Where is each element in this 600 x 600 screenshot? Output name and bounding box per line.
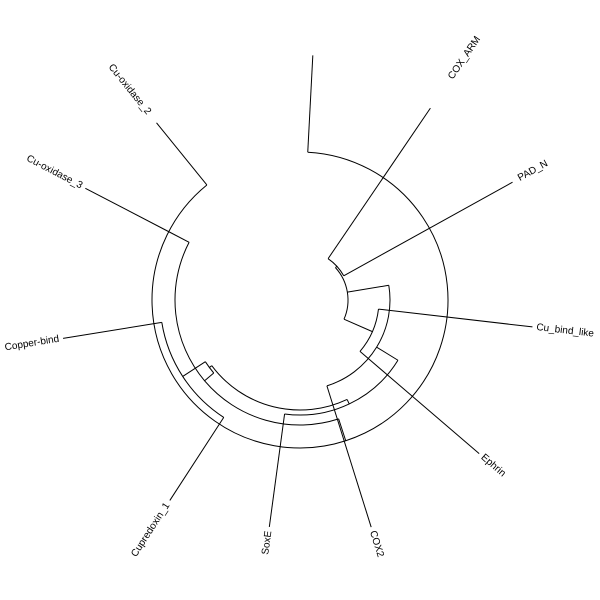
leaf-label-copper-bind: Copper-bind xyxy=(4,334,60,354)
leaf-label-cu-oxidase-3: Cu-oxidase_3 xyxy=(24,153,84,191)
branch-cupredoxin_1 xyxy=(169,417,225,501)
branch-cox_arm xyxy=(327,107,431,259)
leaf-labels: Cu-oxidaseCOX_ARM PAD_N Cu_bind_likeEphrin… xyxy=(4,0,595,559)
leaf-label-ephrin: Ephrin xyxy=(479,452,508,479)
branch-arc-n1 xyxy=(211,365,348,411)
leaf-label-cox2: COX2 xyxy=(367,529,386,559)
branch-pad_n xyxy=(343,181,513,277)
branch-ephrin xyxy=(359,351,480,454)
leaf-label-pad-n: PAD_N xyxy=(516,158,550,183)
branch-cu_bind_like xyxy=(378,308,533,328)
branch-arc-n2 xyxy=(204,361,215,374)
branch-stem-n10 xyxy=(347,284,389,293)
branch-arc-n5 xyxy=(161,322,225,418)
leaf-label-soxe: SoxE xyxy=(260,530,274,555)
branch-cox2 xyxy=(326,385,372,528)
branch-cu_oxidase xyxy=(307,55,314,153)
branch-stem-n3 xyxy=(204,372,215,382)
branch-arc-n4 xyxy=(284,359,399,416)
branch-copper_bind xyxy=(63,321,162,339)
branch-stem-n4 xyxy=(346,399,350,405)
tree-branches xyxy=(63,55,533,528)
branch-arc-n9 xyxy=(326,285,391,387)
branch-soxe xyxy=(268,413,286,528)
leaf-label-cupredoxin-1: Cupredoxin_1 xyxy=(129,501,172,560)
branch-stem-n5 xyxy=(182,361,206,377)
leaf-label-cox-arm: COX_ARM xyxy=(446,34,483,81)
leaf-label-cu-oxidase-2: Cu-oxidase_2 xyxy=(106,62,154,117)
leaf-label-cu-bind-like: Cu_bind_like xyxy=(536,322,595,340)
branch-stem-n8 xyxy=(169,231,190,243)
branch-stem-n7 xyxy=(338,418,347,441)
branch-arc-n12 xyxy=(359,309,379,352)
branch-stem-n12 xyxy=(343,318,373,333)
branch-stem-n9 xyxy=(376,346,399,361)
branch-arc-n11 xyxy=(327,258,345,277)
branch-cu_oxidase_3 xyxy=(85,187,170,233)
branch-cu_oxidase_2 xyxy=(156,122,208,186)
branch-arc-n3 xyxy=(174,242,339,426)
branch-arc-n10 xyxy=(335,267,349,320)
branch-stem-n2 xyxy=(209,365,213,368)
branch-arc-n7 xyxy=(151,151,449,449)
leaf-label-cu-oxidase: Cu-oxidase xyxy=(310,0,324,1)
